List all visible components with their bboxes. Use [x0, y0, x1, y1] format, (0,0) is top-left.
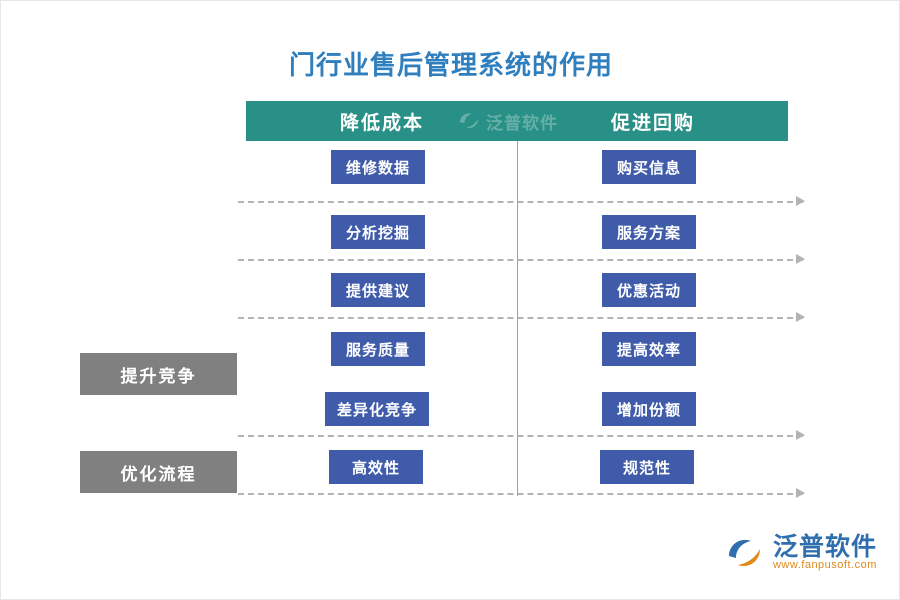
dashed-connector-2 [238, 259, 803, 261]
brand-logo-text: 泛普软件 www.fanpusoft.com [773, 534, 877, 572]
column-header-cost: 降低成本 [246, 101, 518, 141]
node-left-1[interactable]: 维修数据 [331, 150, 425, 184]
node-right-4[interactable]: 提高效率 [602, 332, 696, 366]
side-box-competition[interactable]: 提升竞争 [80, 353, 237, 395]
node-left-2[interactable]: 分析挖掘 [331, 215, 425, 249]
node-left-4[interactable]: 服务质量 [331, 332, 425, 366]
dashed-connector-3 [238, 317, 803, 319]
node-right-1[interactable]: 购买信息 [602, 150, 696, 184]
brand-url: www.fanpusoft.com [772, 559, 877, 572]
side-box-process[interactable]: 优化流程 [80, 451, 237, 493]
node-right-6[interactable]: 规范性 [600, 450, 694, 484]
dashed-connector-4 [238, 435, 803, 437]
node-right-2[interactable]: 服务方案 [602, 215, 696, 249]
arrow-head-4 [796, 430, 805, 440]
node-right-5[interactable]: 增加份额 [602, 392, 696, 426]
node-left-3[interactable]: 提供建议 [331, 273, 425, 307]
node-right-3[interactable]: 优惠活动 [602, 273, 696, 307]
brand-name: 泛普软件 [772, 533, 877, 562]
column-header-repurchase: 促进回购 [518, 101, 788, 141]
page-title: 门行业售后管理系统的作用 [288, 50, 613, 80]
node-left-6[interactable]: 高效性 [329, 450, 423, 484]
dashed-connector-1 [238, 201, 803, 203]
arrow-head-3 [796, 312, 805, 322]
arrow-head-1 [796, 196, 805, 206]
brand-logo-icon [728, 539, 760, 567]
arrow-head-5 [796, 488, 805, 498]
arrow-head-2 [796, 254, 805, 264]
brand-logo: 泛普软件 www.fanpusoft.com [724, 533, 877, 573]
dashed-connector-5 [238, 493, 803, 495]
node-left-5[interactable]: 差异化竞争 [325, 392, 429, 426]
